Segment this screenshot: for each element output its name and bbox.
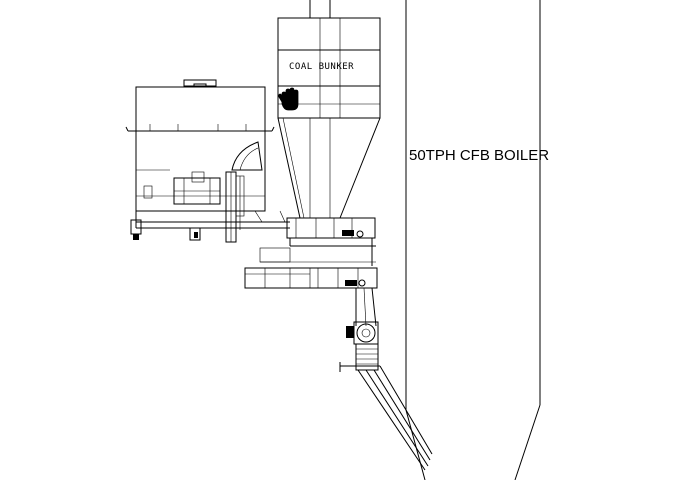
rotary-feeder	[339, 321, 380, 372]
coal-bunker: COAL BUNKER	[277, 0, 381, 219]
coal-bunker-label: COAL BUNKER	[289, 62, 354, 72]
boiler-label: 50TPH CFB BOILER	[409, 147, 549, 164]
hand-grab-icon	[278, 87, 299, 111]
bio-silo	[125, 79, 290, 243]
lower-conveyor	[244, 267, 378, 327]
feed-lines	[357, 365, 433, 471]
boiler: 50TPH CFB BOILER	[405, 0, 549, 480]
upper-conveyor	[259, 217, 376, 266]
